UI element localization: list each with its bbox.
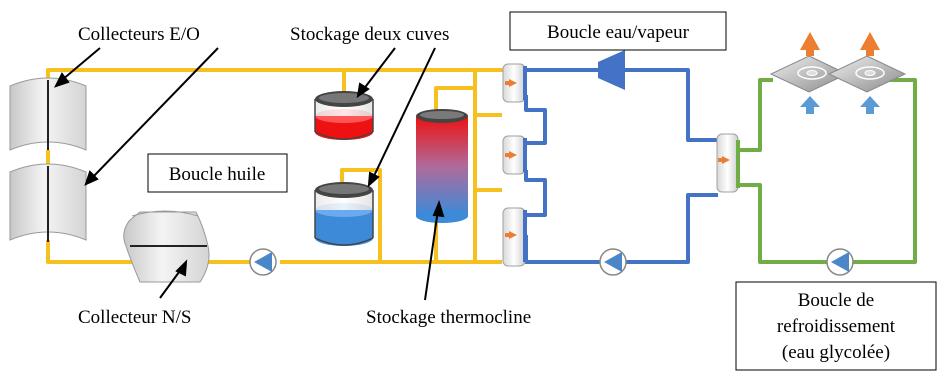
label-collecteur-ns: Collecteur N/S [78,307,191,328]
pump-oil [249,248,277,276]
label-boucle-refroidissement-3: (eau glycolée) [782,342,890,363]
label-stockage-thermocline: Stockage thermocline [366,307,531,328]
label-boucle-eau-vapeur: Boucle eau/vapeur [547,22,690,43]
arrow-up-cold-icon-2 [860,96,880,114]
cold-tank [314,182,374,246]
dry-cooler-1 [769,32,849,114]
collector-eo-top [9,77,87,151]
label-boucle-huile: Boucle huile [169,164,266,185]
box-boucle-refroidissement [735,281,937,371]
hot-tank [314,91,374,140]
label-boucle-refroidissement-2: refroidissement [777,316,896,337]
heat-exchanger-2 [502,135,527,175]
box-boucle-huile [147,153,288,193]
leader-lines [54,47,445,301]
label-stockage-deux-cuves: Stockage deux cuves [290,24,449,45]
arrow-up-cold-icon [800,96,820,114]
turbine [598,50,625,90]
pump-water [599,248,627,276]
collector-eo-bottom [9,163,87,242]
collector-ns [123,210,210,283]
heat-exchanger-1 [502,63,527,103]
heat-exchanger-condenser [716,133,740,193]
thermocline-tank [416,109,468,223]
arrow-up-hot-icon [800,32,820,56]
oil-loop [46,68,505,264]
dry-cooler-2 [827,32,907,114]
box-boucle-eau-vapeur [509,11,727,51]
label-boucle-refroidissement-1: Boucle de [798,290,875,311]
arrow-up-hot-icon-2 [860,32,880,56]
water-steam-loop [524,68,718,264]
pump-cooling [826,248,854,276]
heat-exchanger-3 [502,207,527,267]
cooling-loop [738,78,917,264]
label-collecteurs-eo: Collecteurs E/O [78,24,200,45]
